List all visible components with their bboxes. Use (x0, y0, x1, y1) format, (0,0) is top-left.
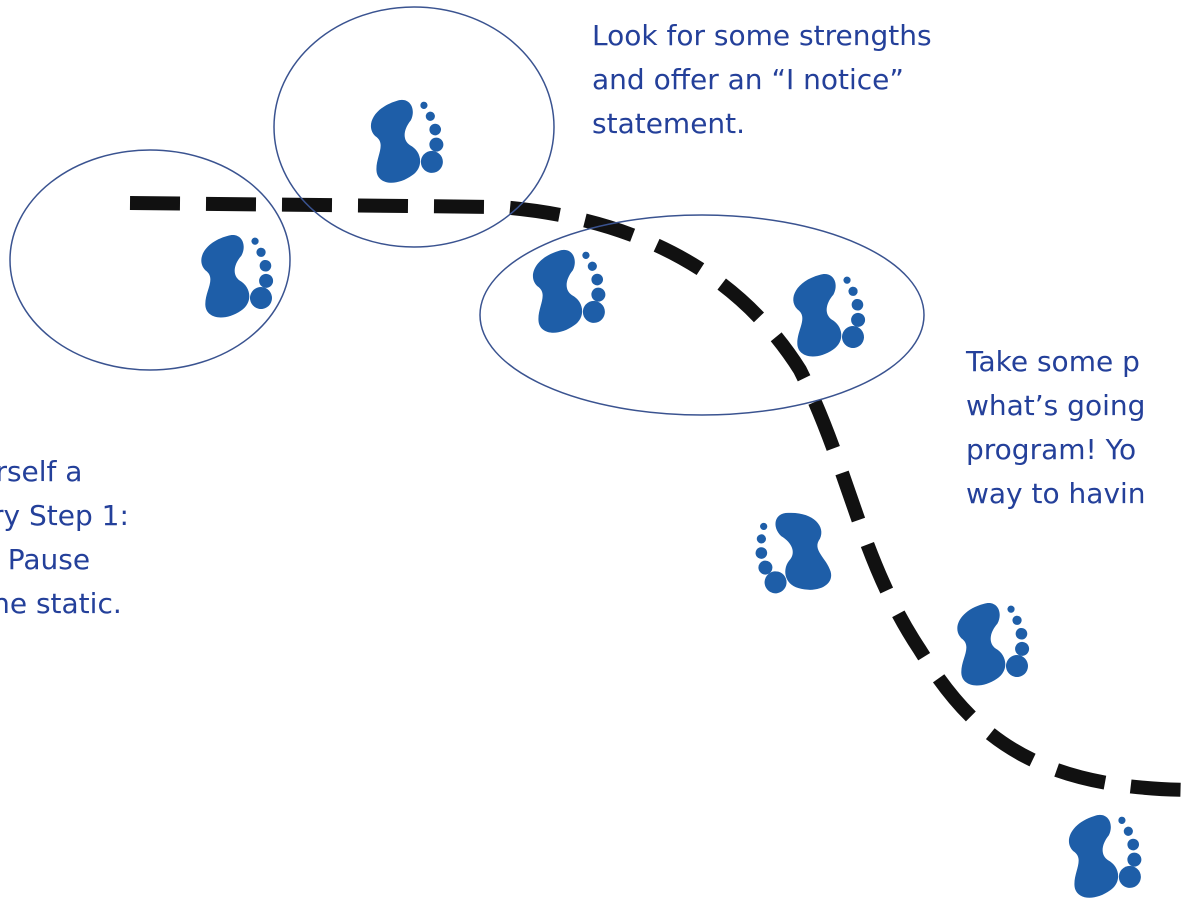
footprint-icon (950, 597, 1035, 689)
highlight-circles (9, 6, 925, 416)
footprint-icon (194, 229, 279, 321)
highlight-circle (9, 149, 291, 371)
footprint-icon (362, 92, 450, 186)
callout-right: Take some p what’s going program! Yo way to… (966, 340, 1146, 516)
callout-line: Look for some strengths (592, 19, 932, 52)
callout-line: what’s going (966, 389, 1146, 422)
footprint-icon (1060, 807, 1148, 900)
highlight-circle (273, 6, 555, 248)
callout-top: Look for some strengths and offer an “I n… (592, 14, 932, 146)
callout-line: yourself a (0, 455, 83, 488)
callout-line: to try Step 1: (0, 499, 129, 532)
callout-line: program! Yo (966, 433, 1137, 466)
callout-line: way to havin (966, 477, 1146, 510)
callout-line: and offer an “I notice” (592, 63, 904, 96)
footprint-icon (786, 268, 871, 360)
footprint-icon (524, 242, 612, 336)
callout-line: Take some p (966, 345, 1140, 378)
callout-line: ent. Pause (7, 543, 91, 576)
callout-line: statement. (592, 107, 746, 140)
callout-left: yourself a to try Step 1: ent. Pause et the… (0, 450, 129, 626)
highlight-circle (479, 214, 925, 416)
footprint-icon (750, 507, 833, 597)
callout-line: et the static. (0, 587, 122, 620)
dashed-path (129, 196, 1198, 797)
